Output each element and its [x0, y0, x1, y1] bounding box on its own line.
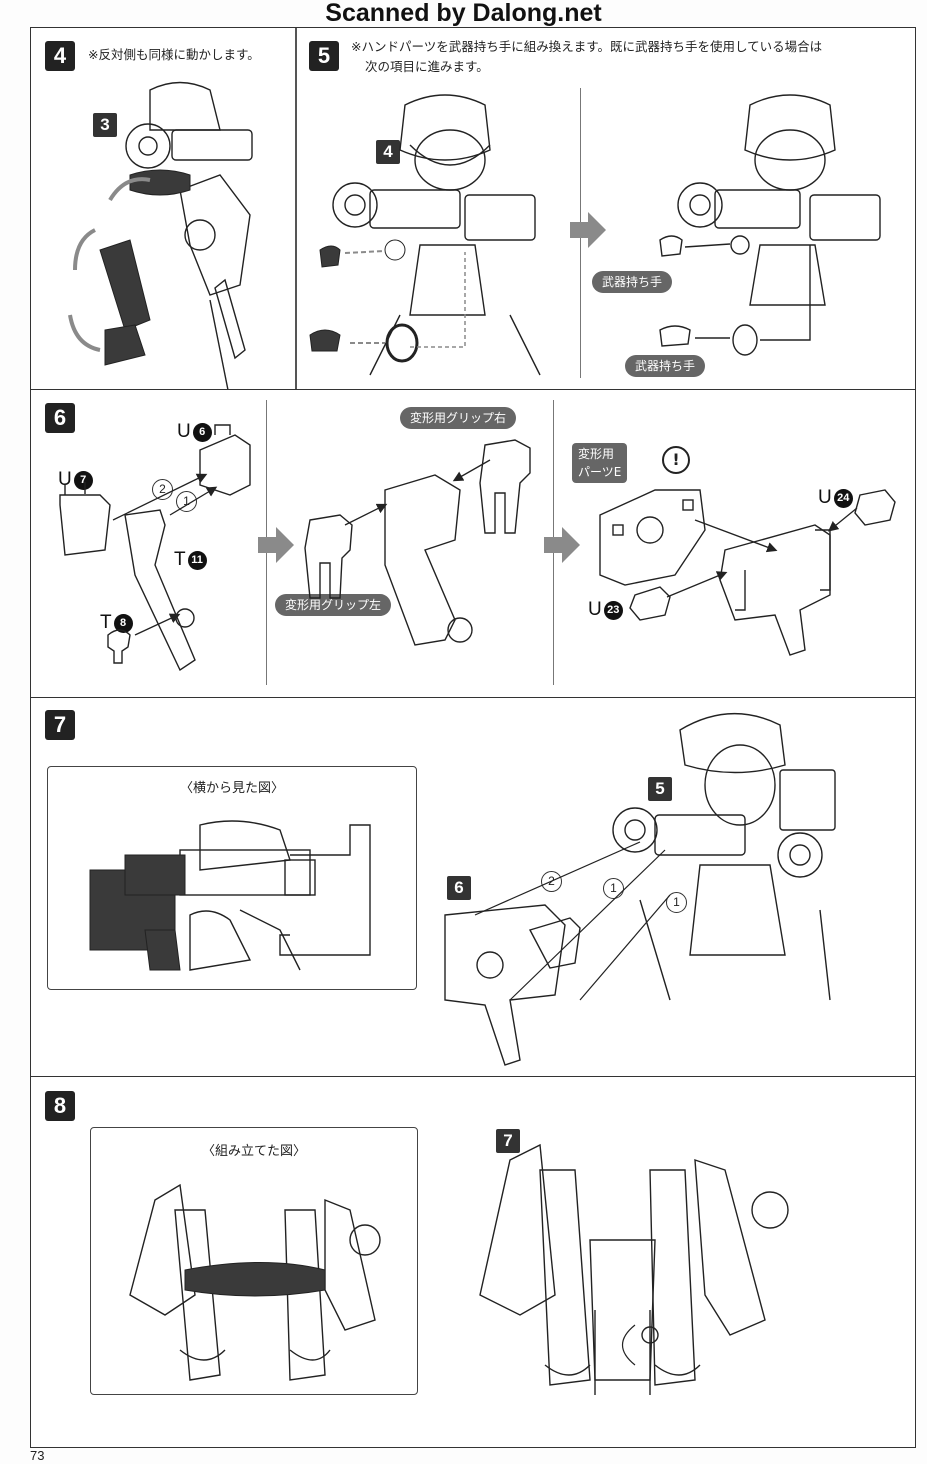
scan-credit: Scanned by Dalong.net: [325, 0, 602, 27]
part-letter: U: [58, 469, 72, 490]
transform-parts-e-label: 変形用 パーツE: [572, 443, 628, 483]
step-7-order-1b: 1: [666, 892, 687, 913]
step-5-badge: 5: [309, 41, 339, 71]
part-letter: U: [177, 421, 191, 442]
order-marker-1: 1: [176, 491, 197, 512]
step-5-figure-before: [309, 94, 541, 376]
caution-icon: !: [662, 446, 690, 474]
order-marker-2: 2: [152, 479, 173, 500]
divider-4-5: [295, 28, 297, 389]
caution-mark: !: [672, 450, 680, 469]
step-6-grip-parts-illustration: [59, 424, 251, 672]
part-number: 23: [603, 601, 623, 620]
part-letter: T: [174, 549, 186, 570]
parts-e-line2: パーツE: [578, 465, 622, 479]
part-letter: U: [818, 487, 832, 508]
step-6-arrow-2: [544, 527, 580, 563]
panel-steps-4-5: [30, 27, 916, 390]
step-8-figure-illustration: [479, 1143, 789, 1395]
assembled-view-box: 〈組み立てた図〉: [90, 1127, 418, 1395]
step-6-arrow-1: [258, 527, 294, 563]
side-view-box: 〈横から見た図〉: [47, 766, 417, 990]
part-number: 11: [187, 551, 207, 570]
step-7-ref-5: 5: [648, 777, 672, 801]
part-number: 8: [113, 614, 133, 633]
step-4-note: ※反対側も同様に動かします。: [88, 47, 260, 62]
grip-left-label: 変形用グリップ左: [275, 594, 392, 616]
step-4-leg-illustration: [68, 81, 253, 401]
step-6-badge: 6: [45, 403, 75, 433]
step-7-ref-6: 6: [447, 876, 471, 900]
step-7-badge: 7: [45, 710, 75, 740]
part-number: 6: [192, 423, 212, 442]
part-number: 7: [73, 471, 93, 490]
weapon-hand-label-2: 武器持ち手: [625, 355, 706, 377]
page-number: 73: [30, 1448, 45, 1463]
assembled-view-title: 〈組み立てた図〉: [201, 1144, 306, 1159]
step-5-note-line2: 次の項目に進みます。: [365, 59, 489, 74]
side-view-title: 〈横から見た図〉: [179, 781, 284, 796]
part-letter: U: [588, 599, 602, 620]
assembled-view-illustration: [129, 1183, 381, 1381]
step-7-figure-illustration: [444, 712, 836, 1066]
step-4-badge: 4: [45, 41, 75, 71]
step-5-note-line1: ※ハンドパーツを武器持ち手に組み換えます。既に武器持ち手を使用している場合は: [351, 39, 823, 54]
step-7-order-1a: 1: [603, 878, 624, 899]
step-6-grip-assembly-illustration: [304, 439, 531, 646]
step-6-weapon-assembly-illustration: [599, 489, 896, 656]
weapon-hand-label-1: 武器持ち手: [592, 271, 673, 293]
step-8-badge: 8: [45, 1091, 75, 1121]
parts-e-line1: 変形用: [578, 447, 615, 461]
step-5-ref-badge: 4: [376, 140, 400, 164]
part-number: 24: [833, 489, 853, 508]
step-5-figure-after: [659, 94, 881, 356]
step-4-ref-badge: 3: [93, 113, 117, 137]
side-view-illustration: [89, 820, 371, 971]
grip-right-label: 変形用グリップ右: [400, 407, 517, 429]
step-8-ref-7: 7: [496, 1129, 520, 1153]
step-5-arrow-right: [570, 212, 606, 248]
part-letter: T: [100, 612, 112, 633]
